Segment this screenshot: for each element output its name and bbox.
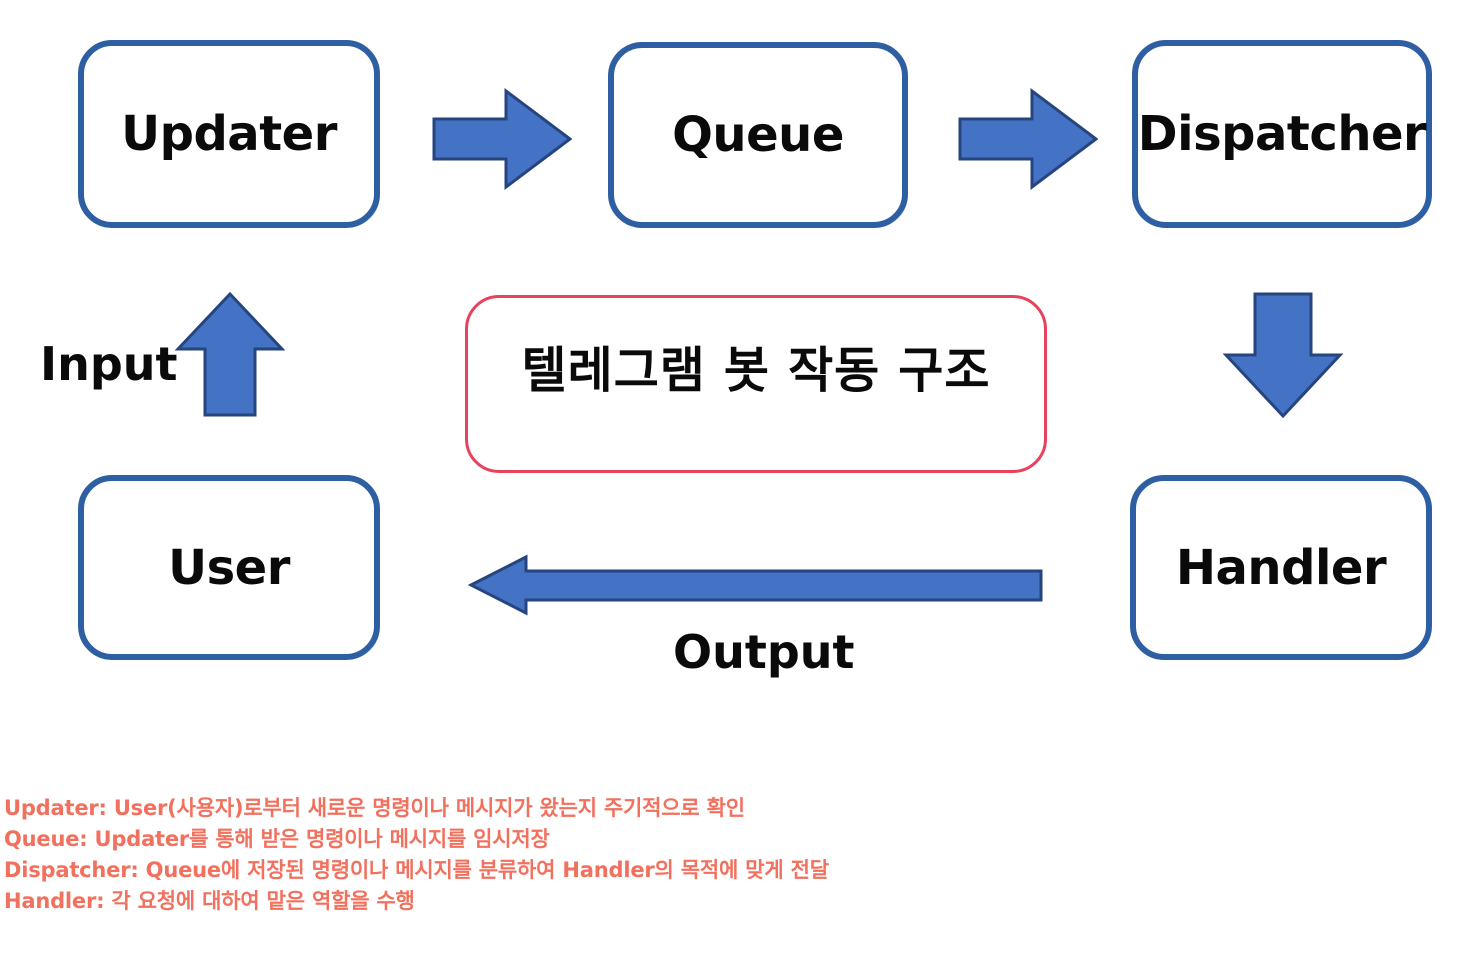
diagram-title-box: 텔레그램 봇 작동 구조 <box>465 295 1047 473</box>
arrow-right-icon-queue-to-dispatcher <box>958 88 1099 190</box>
edge-label-input: Input <box>40 337 178 391</box>
arrow-right-icon-updater-to-queue <box>432 88 573 190</box>
arrow-left-icon-handler-to-user <box>467 553 1044 617</box>
legend-line-dispatcher: Dispatcher: Queue에 저장된 명령이나 메시지를 분류하여 Ha… <box>4 858 829 882</box>
node-user[interactable]: User <box>78 475 380 660</box>
legend-block: Updater: User(사용자)로부터 새로운 명령이나 메시지가 왔는지 … <box>4 793 1104 917</box>
legend-line-updater: Updater: User(사용자)로부터 새로운 명령이나 메시지가 왔는지 … <box>4 796 745 820</box>
legend-line-handler: Handler: 각 요청에 대하여 맡은 역할을 수행 <box>4 889 415 913</box>
diagram-title: 텔레그램 봇 작동 구조 <box>521 342 991 399</box>
node-dispatcher[interactable]: Dispatcher <box>1132 40 1432 228</box>
node-updater[interactable]: Updater <box>78 40 380 228</box>
node-updater-label: Updater <box>121 106 337 162</box>
legend-line-queue: Queue: Updater를 통해 받은 명령이나 메시지를 임시저장 <box>4 827 550 851</box>
node-dispatcher-label: Dispatcher <box>1137 106 1427 162</box>
node-handler-label: Handler <box>1175 539 1387 596</box>
node-handler[interactable]: Handler <box>1130 475 1432 660</box>
arrow-down-icon-dispatcher-to-handler <box>1222 292 1344 419</box>
arrow-up-icon-user-to-updater <box>174 291 286 417</box>
node-queue-label: Queue <box>672 107 844 163</box>
edge-label-output: Output <box>673 625 855 679</box>
node-user-label: User <box>168 539 290 596</box>
node-queue[interactable]: Queue <box>608 42 908 228</box>
